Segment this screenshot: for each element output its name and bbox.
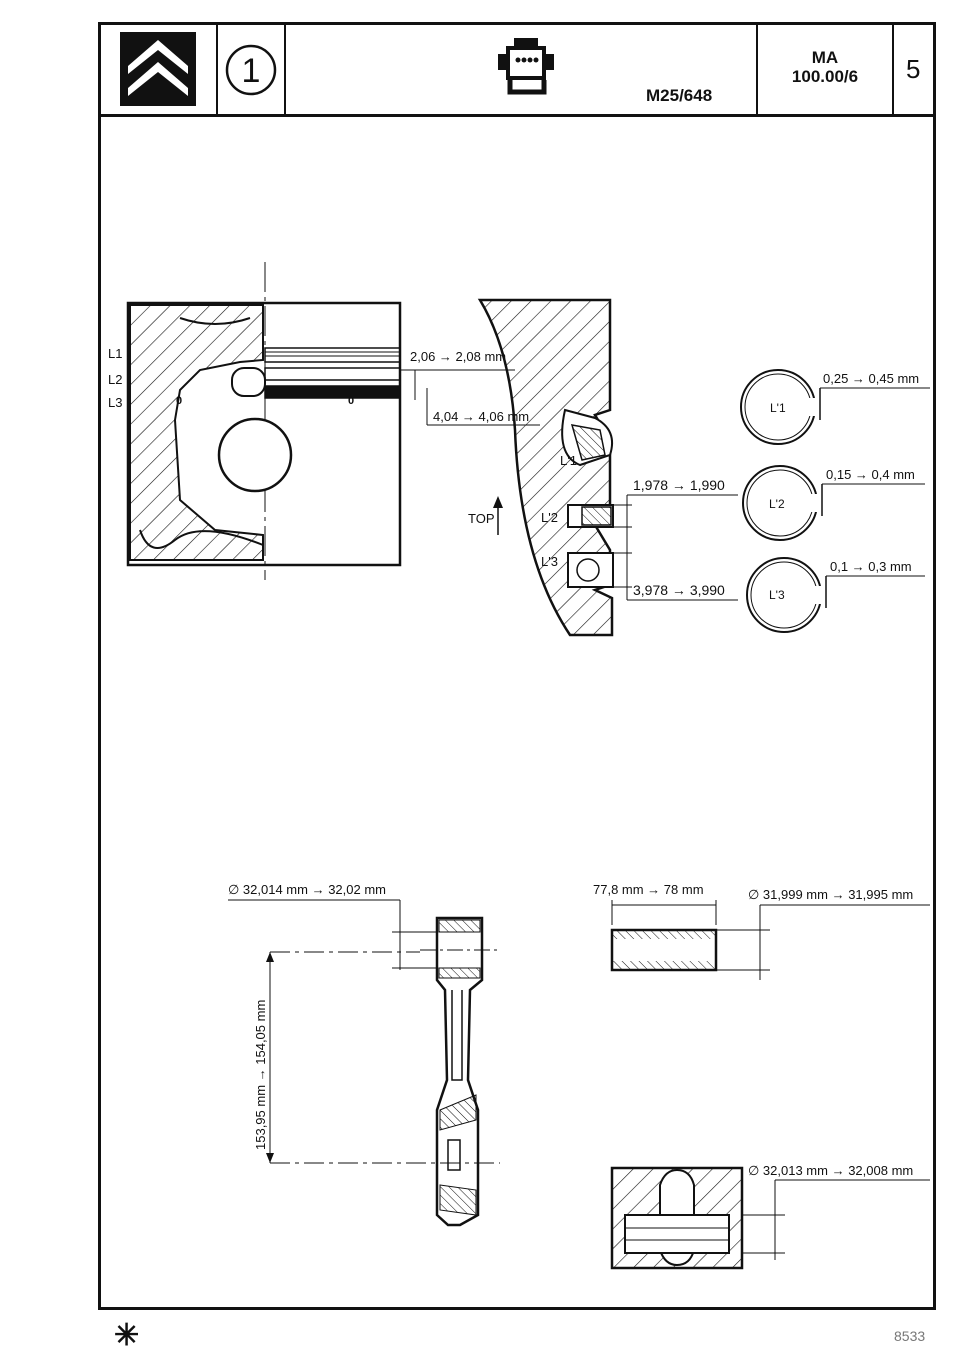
engine-icon [498,38,554,95]
pin-diameter-dimension: ∅ 31,999 mm → 31,995 mm [748,887,913,902]
manual-code-line2: 100.00/6 [791,67,859,86]
pin-length-dimension: 77,8 mm → 78 mm [593,882,704,897]
ring-gap-1-value: 0,25 → 0,45 mm [823,371,919,386]
centre-distance-dimension: 153,95 mm → 154,05 mm [253,1000,268,1150]
ring-gap-1: L'1 0,25 → 0,45 mm [740,369,930,445]
manual-code-line1: MA [811,48,839,67]
ring-label-l3: L3 [108,395,122,410]
ring-thickness-1: 1,978 → 1,990 [633,477,725,493]
top-label: TOP [468,511,495,526]
zero-mark-right: 0 [348,395,354,407]
piston-cross-section: L1 L2 L3 0 0 2,06 → 2,08 mm 4,04 → 4,06 … [108,262,540,580]
gudgeon-pin: 77,8 mm → 78 mm ∅ 31,999 mm → 31,995 mm [593,882,930,980]
logo-cell [98,22,218,114]
engine-code: M25/648 [646,86,713,105]
section-cell: 1 [218,22,286,114]
title-block: 1 M25/648 MA 100.00/6 5 [98,22,936,117]
top-arrow-icon [493,496,503,508]
ring-gap-3-label: L'3 [769,588,785,602]
page-number: 5 [906,54,921,84]
piston-pin-bore: ∅ 32,013 mm → 32,008 mm [610,1163,930,1270]
connecting-rod: ∅ 32,014 mm → 32,02 mm 153,95 mm → 154,0… [228,882,500,1227]
ring-gap-3: L'3 0,1 → 0,3 mm [746,557,925,633]
section-number: 1 [242,52,261,90]
engine-cell: M25/648 [286,22,758,114]
pin-bore-diameter-dimension: ∅ 32,013 mm → 32,008 mm [748,1163,913,1178]
page-frame [98,22,936,1310]
section-circle-icon: 1 [225,44,277,96]
citroen-double-chevron-logo [120,32,196,106]
ring-label-l2: L2 [108,372,122,387]
ring-gap-3-value: 0,1 → 0,3 mm [830,559,912,574]
ring-gap-1-label: L'1 [770,401,786,415]
cyl-ring-label-3: L'3 [541,554,558,569]
footer-reference: 8533 [894,1328,926,1344]
ring-label-l1: L1 [108,346,122,361]
zero-mark-left: 0 [176,395,182,407]
ring-gap-2: L'2 0,15 → 0,4 mm [742,465,925,541]
cyl-ring-label-1: L'1 [560,453,577,468]
groove-1-dimension: 2,06 → 2,08 mm [410,349,506,364]
ring-gap-2-label: L'2 [769,497,785,511]
groove-2-dimension: 4,04 → 4,06 mm [433,409,529,424]
footer-star-mark: ✳ [114,1319,140,1352]
ring-gap-2-value: 0,15 → 0,4 mm [826,467,915,482]
ring-groove-section: L'1 L'2 L'3 TOP 1,978 → 1,990 3,978 → 3,… [468,298,738,637]
small-end-bore-dimension: ∅ 32,014 mm → 32,02 mm [228,882,386,897]
cyl-ring-label-2: L'2 [541,510,558,525]
ring-thickness-2: 3,978 → 3,990 [633,582,725,598]
manual-code-cell: MA 100.00/6 [758,22,894,114]
